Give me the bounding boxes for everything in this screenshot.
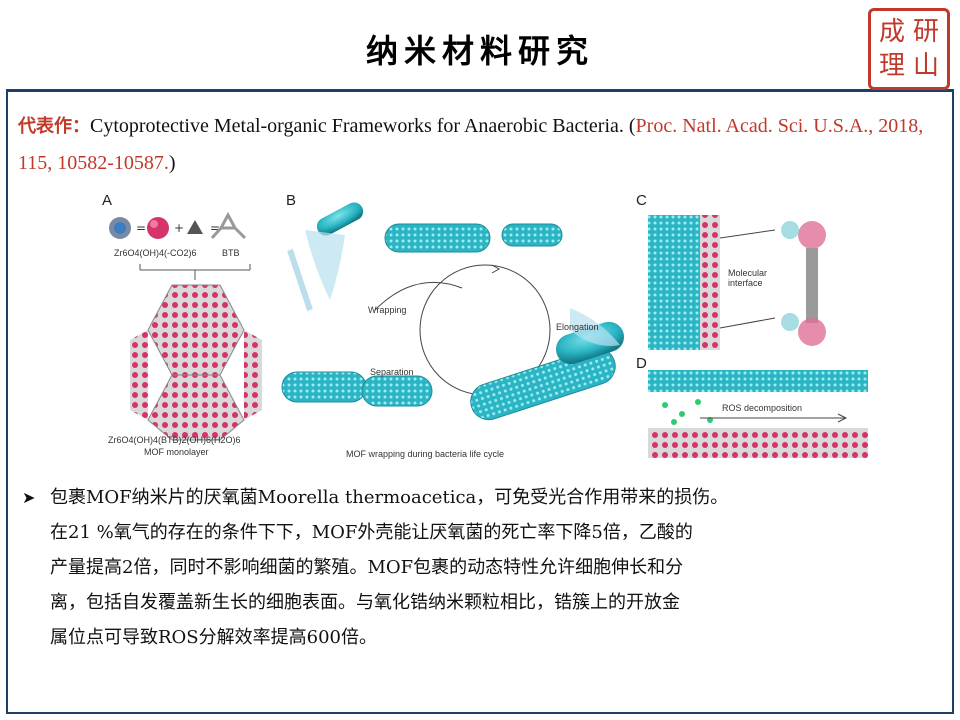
life-cycle-caption: MOF wrapping during bacteria life cycle <box>346 449 505 459</box>
seal-char: 山 <box>912 51 939 81</box>
panel-a: = + = <box>109 211 262 441</box>
summary-text: ➤ 包裹MOF纳米片的厌氧菌Moorella thermoacetica，可免受光… <box>22 480 942 655</box>
citation-title: Cytoprotective Metal-organic Frameworks … <box>90 115 636 137</box>
panel-b <box>281 202 625 421</box>
header-bar: 纳米材料研究 <box>6 6 954 92</box>
summary-line: 产量提高2倍，同时不影响细菌的繁殖。MOF包裹的动态特性允许细胞伸长和分 <box>50 557 684 578</box>
wrapping-label: Wrapping <box>368 305 407 315</box>
molecular-interface-label: Molecular interface <box>728 268 768 288</box>
formula-bottom-label: Zr6O4(OH)4(BTB)2(OH)6(H2O)6 <box>108 435 241 445</box>
svg-text:+: + <box>174 221 184 235</box>
summary-line: 属位点可导致ROS分解效率提高600倍。 <box>50 627 377 648</box>
seal-char: 理 <box>878 51 905 81</box>
research-figure: = + = <box>100 190 870 465</box>
arrow-bullet-icon: ➤ <box>22 488 36 507</box>
panel-d <box>648 370 868 458</box>
citation-reference: Proc. Natl. Acad. Sci. U.S.A., 2018, 115… <box>18 115 924 174</box>
summary-line: 离，包括自发覆盖新生长的细胞表面。与氧化锆纳米颗粒相比，锆簇上的开放金 <box>50 592 680 613</box>
summary-line: 在21 %氧气的存在的条件下下，MOF外壳能让厌氧菌的死亡率下降5倍，乙酸的 <box>50 522 693 543</box>
elongation-label: Elongation <box>556 322 599 332</box>
seal-char: 成 <box>878 17 905 47</box>
svg-text:=: = <box>210 221 220 235</box>
figure-illustration: = + = <box>109 202 868 458</box>
seal-char: 研 <box>912 17 939 47</box>
mof-monolayer-caption: MOF monolayer <box>144 447 209 457</box>
page-title: 纳米材料研究 <box>365 32 594 70</box>
svg-text:=: = <box>136 221 146 235</box>
panel-c <box>648 215 826 350</box>
btb-label: BTB <box>222 248 240 258</box>
citation: 代表作：Cytoprotective Metal-organic Framewo… <box>18 108 938 181</box>
summary-line: 包裹MOF纳米片的厌氧菌Moorella thermoacetica，可免受光合… <box>50 487 729 508</box>
panel-letter-a: A <box>102 192 113 209</box>
citation-label: 代表作： <box>18 116 90 137</box>
panel-letter-b: B <box>286 192 297 209</box>
separation-label: Separation <box>370 367 414 377</box>
panel-letter-d: D <box>636 355 647 372</box>
citation-close: ) <box>168 152 176 174</box>
ros-decomposition-label: ROS decomposition <box>722 403 803 413</box>
seal-logo: 成 研 理 山 <box>868 8 950 90</box>
panel-letter-c: C <box>636 192 647 209</box>
formula-top-label: Zr6O4(OH)4(-CO2)6 <box>114 248 197 258</box>
